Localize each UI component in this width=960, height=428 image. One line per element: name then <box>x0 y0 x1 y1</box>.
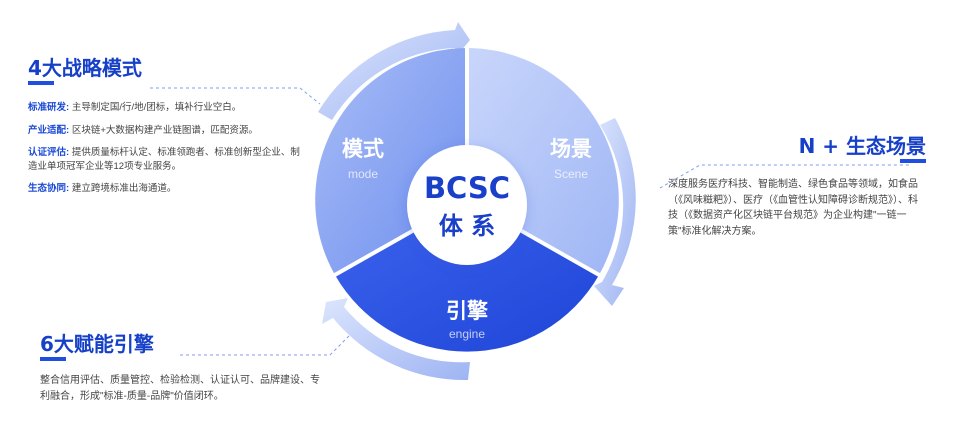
strategy-heading: 4大战略模式 <box>28 56 142 80</box>
strategy-item-text: 主导制定国/行/地/团标，填补行业空白。 <box>71 102 242 113</box>
segment-scene-title: 场景 <box>550 137 592 161</box>
scene-heading: N + 生态场景 <box>798 134 926 158</box>
strategy-item-text: 提供质量标杆认定、标准领跑者、标准创新型企业、制造业单项冠军企业等12项专业服务… <box>28 147 300 172</box>
strategy-item-text: 建立跨境标准出海通道。 <box>71 183 177 194</box>
strategy-heading-underline <box>28 81 54 85</box>
segment-engine-title: 引擎 <box>446 299 488 323</box>
strategy-item-label: 标准研发: <box>28 102 70 113</box>
center-title-bcsc: BCSC <box>424 171 510 205</box>
engine-description: 整合信用评估、质量管控、检验检测、认证认可、品牌建设、专利融合，形成"标准-质量… <box>40 375 320 402</box>
segment-mode-subtitle: mode <box>348 167 378 181</box>
center-circle[interactable] <box>407 145 527 265</box>
arrow-top <box>318 22 470 120</box>
center-title-system: 体 系 <box>439 212 495 240</box>
strategy-item-label: 生态协同: <box>28 183 70 194</box>
strategy-item: 认证评估: 提供质量标杆认定、标准领跑者、标准创新型企业、制造业单项冠军企业等1… <box>28 146 300 173</box>
strategy-item: 产业适配: 区块链+大数据构建产业链图谱，匹配资源。 <box>28 124 300 138</box>
connector-line-right <box>659 164 910 189</box>
engine-block: 6大赋能引擎 整合信用评估、质量管控、检验检测、认证认可、品牌建设、专利融合，形… <box>40 328 325 404</box>
connector-line-top-left <box>150 87 321 105</box>
arrow-right <box>594 118 636 306</box>
arrow-bottom-left <box>322 298 470 381</box>
segment-mode-title: 模式 <box>342 137 384 161</box>
segment-engine-subtitle: engine <box>449 327 485 341</box>
engine-heading: 6大赋能引擎 <box>40 332 154 356</box>
strategy-item-label: 认证评估: <box>28 147 70 158</box>
strategy-block: 4大战略模式 标准研发: 主导制定国/行/地/团标，填补行业空白。 产业适配: … <box>28 52 300 205</box>
scene-block: N + 生态场景 深度服务医疗科技、智能制造、绿色食品等领域，如食品（《风味糍粑… <box>668 130 926 239</box>
segment-scene-subtitle: Scene <box>554 167 588 181</box>
scene-description: 深度服务医疗科技、智能制造、绿色食品等领域，如食品（《风味糍粑》）、医疗（《血管… <box>668 179 918 237</box>
scene-heading-underline <box>900 159 926 163</box>
connector-line-bottom-left <box>180 329 356 356</box>
strategy-item-text: 区块链+大数据构建产业链图谱，匹配资源。 <box>71 124 258 136</box>
strategy-item-label: 产业适配: <box>28 124 70 136</box>
engine-heading-underline <box>40 357 66 361</box>
strategy-item: 生态协同: 建立跨境标准出海通道。 <box>28 182 300 196</box>
strategy-item: 标准研发: 主导制定国/行/地/团标，填补行业空白。 <box>28 101 300 115</box>
